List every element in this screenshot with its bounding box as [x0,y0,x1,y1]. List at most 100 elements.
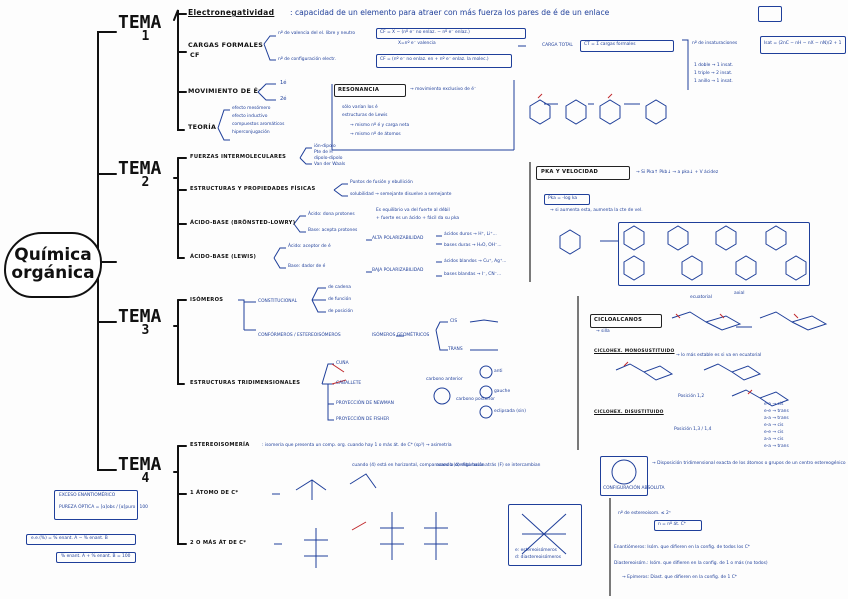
exceso-box: EXCESO ENANTIOMÉRICO PUREZA ÓPTICA = [α]… [54,490,148,520]
electro-periodic-icon [758,6,782,22]
un-atomo-title: 1 ÁTOMO DE C* [190,490,239,496]
electronegatividad-definition: : capacidad de un elemento para atraer c… [290,8,610,17]
exceso-title: EXCESO ENANTIOMÉRICO [59,493,116,498]
acidos-duros: ácidos duros → H⁺, Li⁺... [444,232,497,237]
pos-item-1: e-a → cis [764,402,784,407]
formula1-box: CF = X − (nº e⁻ no enlaz. − nº e⁻ enlaz.… [376,28,526,39]
cis-label: CIS [450,319,458,324]
estereo-title: ESTEREOISOMERÍA [190,442,250,448]
pos-item-4: e-a → cis [764,423,784,428]
teoria-item-4: hiperconjugación [232,130,270,135]
n-formula: n = nº át. C* [658,522,686,527]
baja-polarizabilidad: BAJA POLARIZABILIDAD [372,268,424,273]
configuracion-label: nº de configuración electr. [278,57,336,62]
mov-item-2: 2é [280,96,287,102]
legend-d: d: diastereoisómeros [515,555,562,560]
pka-note: → Si Pka↑ Pkb↓ → a pka↓ + V ácidez [636,170,719,175]
n-formula-box: n = nº át. C* [654,520,702,531]
insat-item-3: 1 anillo → 1 insat. [694,79,733,84]
pos-item-5: e-e → cis [764,430,784,435]
resonancia-box: RESONANCIA [334,84,406,97]
ecuatorial-label: ecuatorial [690,295,712,300]
alta-polarizabilidad: ALTA POLARIZABILIDAD [372,236,424,241]
geometricos-label: ISÓMEROS GEOMÉTRICOS [372,333,430,338]
resonancia-title: RESONANCIA [338,87,380,93]
conf-abs-note: → Disposición tridimensional exacta de l… [652,461,846,466]
tridim-cuna: CUÑA [336,361,349,366]
insaturaciones-formula: Isat = (2nC − nH − nX − nN)/2 + 1 [764,41,842,46]
teoria-item-2: efecto inductivo [232,114,268,119]
electronegatividad-title: Electronegatividad [188,8,275,17]
lewis-item-2: Base: dador de é [288,264,326,269]
insat-item-2: 1 triple → 2 insat. [694,71,733,76]
equilibrio-line-1: Es equilibrio va del fuerte al débil [376,208,450,213]
formula2-box: CF = (nº e⁻ no enlaz. en + nº e⁻ enlaz. … [376,54,512,68]
tridim-caballete: CABALLETE [336,381,362,386]
pos-item-7: e-a → trans [764,444,789,449]
mov-item-1: 1é [280,80,287,86]
cargas-formales-title: CARGAS FORMALES [188,41,264,49]
cargas-formales-sub: CF [190,51,200,59]
formula2-text: CF = (nº e⁻ no enlaz. en + nº e⁻ enlaz. … [380,57,489,62]
const-item-2: de función [328,297,352,302]
teoria-item-1: efecto mesómero [232,106,271,111]
res-line-3: → mismo nº é y carga neta [350,123,410,128]
insaturaciones-label: nº de insaturaciones [692,41,738,46]
isomeros-title: ISÓMEROS [190,297,224,303]
est-item-1: Puntos de fusión y ebullición [350,180,413,185]
pka-log-box: Pka = -log ka [544,194,590,205]
pka-box: PKA Y VELOCIDAD [536,166,630,180]
carga-total-label: CARGA TOTAL [542,43,573,48]
trans-label: TRANS [448,347,463,352]
ciclo-note: → silla [596,329,610,334]
conf-eclipsada: eclipsada (sin) [494,409,526,414]
conf-abs-box: CONFIGURACIÓN ABSOLUTA [600,456,665,496]
estereo-definition: : isomería que presenta un comp. org. cu… [262,443,452,448]
formula1-text: CF = X − (nº e⁻ no enlaz. − nº e⁻ enlaz.… [380,30,470,35]
fuerzas-item-4: Van der Waals [314,162,346,167]
res-line-4: → mismo nº de átomos [350,132,401,137]
conf-gauche: gauche [494,389,511,394]
est-item-2: solubilidad → semejante disuelve a semej… [350,192,452,197]
pka-title: PKA Y VELOCIDAD [541,169,599,175]
axial-label: axial [734,291,745,296]
cicloalcanos-box: CICLOALCANOS [590,314,662,328]
teoria-item-3: compuestos aromáticos [232,122,285,127]
disust-title: CICLOHEX. DISUSTITUIDO [594,410,664,415]
equilibrio-line-2: + fuerte es un ácido + fácil da su pka [376,216,460,221]
const-item-1: de cadena [328,285,351,290]
diastereoisomeros: Diastereoisóm.: Isóm. que difieren en la… [614,561,768,566]
epimeros: → Epímeros: Diast. que difieren en la co… [622,575,737,580]
n-estereo: nº de estereoisom. ≤ 2ⁿ [618,511,671,516]
fisher-note-2: cuando (4) está hacia atrás (F) se inter… [436,463,541,468]
legend-e: e: estereoisómeros [515,548,557,553]
pos-item-3: a-a → trans [764,416,789,421]
mono-title: CICLOHEX. MONOSUSTITUIDO [594,349,675,354]
conf-abs-title: CONFIGURACIÓN ABSOLUTA [603,486,665,491]
central-title-line1: Química [14,245,92,266]
constitucional-label: CONSTITUCIONAL [258,299,298,304]
dos-atomos-title: 2 O MÁS ÁT DE C* [190,540,247,546]
cicloalcanos-title: CICLOALCANOS [594,317,643,323]
teoria-title: TEORÍA [188,123,217,131]
mono-note: → lo más estable es si va en ecuatorial [676,353,762,358]
fuerzas-item-2: Pte de H [314,150,333,155]
insaturaciones-box: Isat = (2nC − nH − nX − nN)/2 + 1 [760,36,846,54]
pka-sub: → si aumenta esta, aumenta la cte de vel… [550,208,643,213]
resonance-structures-box [618,222,810,286]
acidos-blandos: ácidos blandos → Cu⁺, Ag⁺... [444,259,507,264]
ee-line-1: e.e.(%) = % enant. A − % enant. B [31,536,108,541]
central-title-line2: orgánica [11,263,95,283]
acido-bronsted-title: ÁCIDO-BASE (BRÖNSTED-LOWRY) [190,220,296,226]
ee-box-1: e.e.(%) = % enant. A − % enant. B [26,534,136,545]
valencia-label: nº de valencia del el. libre y neutro [278,31,356,36]
pos-12-label: Posición 1,2 [678,394,705,399]
fuerzas-title: FUERZAS INTERMOLECULARES [190,154,287,160]
enantiomeros: Enantiómeros: Isóm. que difieren en la c… [614,545,750,550]
bases-duras: bases duras → H₂O, OH⁻... [444,243,502,248]
carga-total-box: CT = Σ cargas formales [580,40,674,52]
